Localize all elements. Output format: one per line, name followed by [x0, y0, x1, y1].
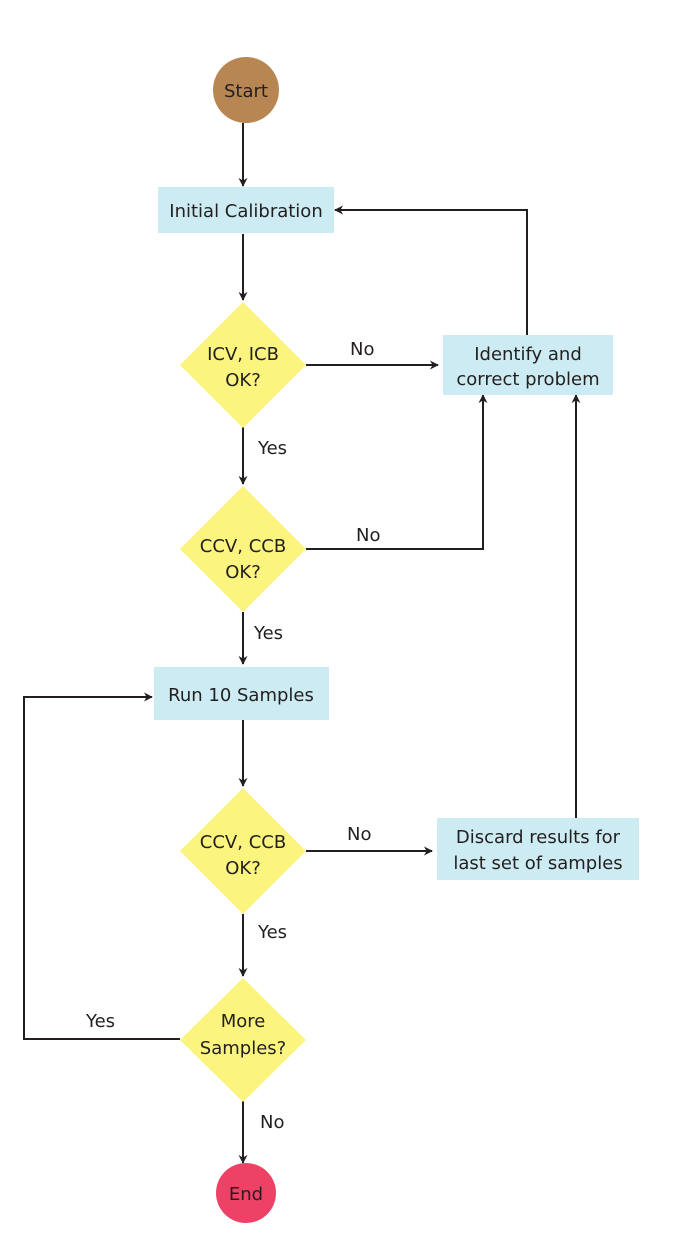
icv-icb-decision: ICV, ICB OK? — [180, 302, 306, 428]
identify-line2: correct problem — [456, 369, 599, 390]
edge-labels: No Yes No Yes No Yes Yes No — [85, 339, 380, 1133]
ccv-ccb-1-line2: OK? — [225, 562, 261, 583]
discard-line1: Discard results for — [456, 827, 621, 848]
icv-icb-diamond — [180, 302, 306, 428]
initial-calibration-label: Initial Calibration — [169, 201, 322, 222]
identify-line1: Identify and — [474, 344, 582, 365]
initial-calibration-node: Initial Calibration — [158, 187, 334, 233]
edge-ccv1-no-to-identify — [306, 394, 488, 550]
start-circle — [213, 57, 279, 123]
more-samples-diamond — [180, 978, 306, 1102]
label-icv-no: No — [350, 339, 374, 360]
edge-identify-to-calibration — [334, 205, 528, 335]
label-ccv1-yes: Yes — [253, 623, 283, 644]
run-samples-box — [154, 667, 329, 720]
ccv-ccb-diamond-1 — [180, 486, 306, 612]
identify-correct-box — [443, 335, 613, 395]
ccv-ccb-decision-2: CCV, CCB OK? — [180, 788, 306, 914]
more-samples-line2: Samples? — [200, 1038, 286, 1059]
ccv-ccb-2-line1: CCV, CCB — [200, 832, 286, 853]
edge-more-yes-to-run — [23, 692, 180, 1040]
ccv-ccb-2-line2: OK? — [225, 858, 261, 879]
label-more-no: No — [260, 1112, 284, 1133]
initial-calibration-box — [158, 187, 334, 233]
end-label: End — [229, 1184, 263, 1205]
label-more-yes: Yes — [85, 1011, 115, 1032]
ccv-ccb-decision-1: CCV, CCB OK? — [180, 486, 306, 612]
identify-correct-node: Identify and correct problem — [443, 335, 613, 395]
icv-icb-line2: OK? — [225, 370, 261, 391]
connectors — [23, 123, 581, 1164]
more-samples-decision: More Samples? — [180, 978, 306, 1102]
discard-line2: last set of samples — [453, 853, 622, 874]
run-samples-node: Run 10 Samples — [154, 667, 329, 720]
label-ccv2-no: No — [347, 824, 371, 845]
label-icv-yes: Yes — [257, 438, 287, 459]
label-ccv1-no: No — [356, 525, 380, 546]
end-node: End — [216, 1163, 276, 1223]
start-node: Start — [213, 57, 279, 123]
ccv-ccb-1-line1: CCV, CCB — [200, 536, 286, 557]
label-ccv2-yes: Yes — [257, 922, 287, 943]
more-samples-line1: More — [221, 1011, 266, 1032]
start-label: Start — [224, 81, 268, 102]
discard-results-box — [437, 818, 639, 880]
run-samples-label: Run 10 Samples — [168, 685, 314, 706]
ccv-ccb-diamond-2 — [180, 788, 306, 914]
discard-results-node: Discard results for last set of samples — [437, 818, 639, 880]
end-circle — [216, 1163, 276, 1223]
icv-icb-line1: ICV, ICB — [207, 344, 279, 365]
